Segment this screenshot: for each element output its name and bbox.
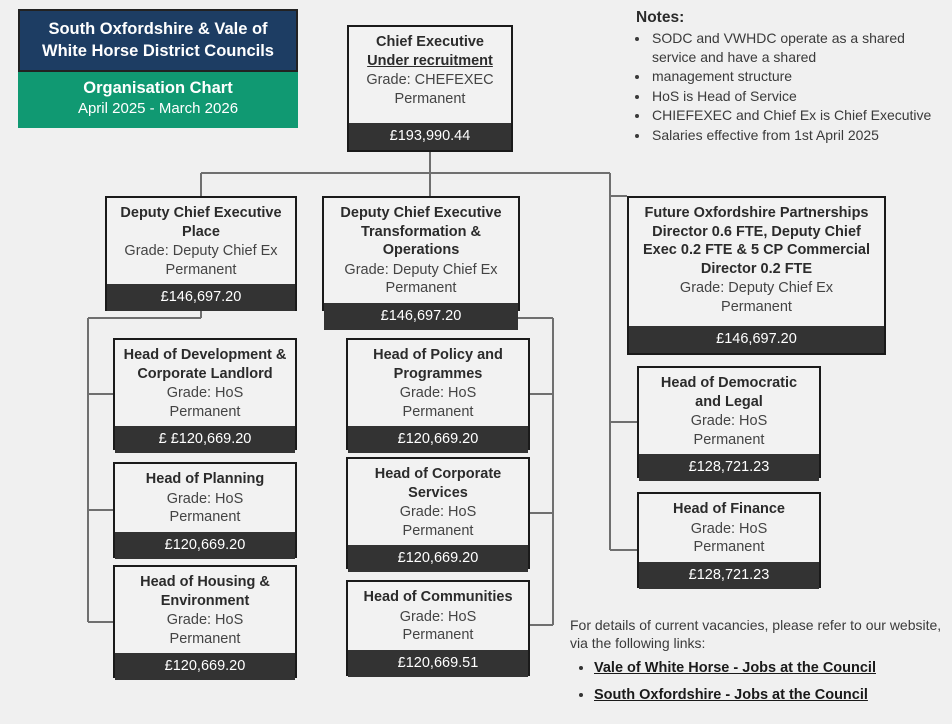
note-item: CHIEFEXEC and Chief Ex is Chief Executiv… xyxy=(650,106,950,125)
node-role: Deputy Chief Executive Transformation & … xyxy=(340,205,502,258)
council-name-header: South Oxfordshire & Vale of White Horse … xyxy=(18,9,298,72)
node-body: Head of Development & Corporate Landlord… xyxy=(115,340,295,426)
link-south-oxfordshire-jobs[interactable]: South Oxfordshire - Jobs at the Council xyxy=(594,687,868,703)
list-item: Vale of White Horse - Jobs at the Counci… xyxy=(594,659,948,678)
chart-period: April 2025 - March 2026 xyxy=(77,100,239,117)
notes-list: SODC and VWHDC operate as a shared servi… xyxy=(632,29,950,144)
node-dce-transformation: Deputy Chief Executive Transformation & … xyxy=(322,196,520,330)
node-role: Head of Corporate Services xyxy=(374,466,502,501)
note-item: SODC and VWHDC operate as a shared servi… xyxy=(650,29,950,66)
vacancies-footer: For details of current vacancies, please… xyxy=(570,616,948,713)
node-role: Head of Development & Corporate Landlord xyxy=(123,347,287,382)
notes-heading: Notes: xyxy=(636,9,685,26)
node-role: Head of Planning xyxy=(145,471,265,487)
node-body: Deputy Chief Executive Place Grade: Depu… xyxy=(107,198,295,284)
node-head-policy-programmes: Head of Policy and Programmes Grade: HoS… xyxy=(346,338,530,453)
note-item: management structure xyxy=(650,67,950,86)
node-role: Head of Democratic and Legal xyxy=(660,375,798,410)
list-item: South Oxfordshire - Jobs at the Council xyxy=(594,686,948,705)
node-salary: £120,669.20 xyxy=(348,426,528,453)
node-future-oxfordshire-partnerships: Future Oxfordshire Partnerships Director… xyxy=(627,196,886,355)
node-head-democratic-legal: Head of Democratic and Legal Grade: HoS … xyxy=(637,366,821,481)
node-salary: £120,669.20 xyxy=(115,531,295,559)
node-role: Deputy Chief Executive Place xyxy=(120,205,282,240)
note-item: HoS is Head of Service xyxy=(650,87,950,106)
node-salary: £ £120,669.20 xyxy=(115,426,295,453)
node-meta: Grade: Deputy Chief Ex Permanent xyxy=(344,261,498,297)
node-head-communities: Head of Communities Grade: HoS Permanent… xyxy=(346,580,530,677)
node-meta: Grade: Deputy Chief Ex Permanent xyxy=(124,243,278,278)
node-meta: Grade: HoS Permanent xyxy=(690,520,768,556)
node-meta: Grade: HoS Permanent xyxy=(166,612,244,647)
node-meta: Grade: HoS Permanent xyxy=(166,385,244,420)
notes-panel: Notes: SODC and VWHDC operate as a share… xyxy=(632,8,950,145)
node-salary: £128,721.23 xyxy=(639,561,819,589)
node-body: Deputy Chief Executive Transformation & … xyxy=(324,198,518,303)
node-head-development-corporate-landlord: Head of Development & Corporate Landlord… xyxy=(113,338,297,453)
node-meta: Grade: Deputy Chief Ex Permanent xyxy=(679,280,834,315)
note-item: Salaries effective from 1st April 2025 xyxy=(650,126,950,145)
node-salary: £193,990.44 xyxy=(349,123,511,150)
node-body: Future Oxfordshire Partnerships Director… xyxy=(629,198,884,326)
node-head-corporate-services: Head of Corporate Services Grade: HoS Pe… xyxy=(346,457,530,572)
node-salary: £128,721.23 xyxy=(639,454,819,481)
node-dce-place: Deputy Chief Executive Place Grade: Depu… xyxy=(105,196,297,311)
node-salary: £146,697.20 xyxy=(324,302,518,330)
node-salary: £120,669.20 xyxy=(115,653,295,680)
node-body: Chief Executive Under recruitment Grade:… xyxy=(349,27,511,123)
node-salary: £120,669.20 xyxy=(348,545,528,572)
node-body: Head of Corporate Services Grade: HoS Pe… xyxy=(348,459,528,545)
node-body: Head of Housing & Environment Grade: HoS… xyxy=(115,567,295,653)
link-vale-of-white-horse-jobs[interactable]: Vale of White Horse - Jobs at the Counci… xyxy=(594,660,876,676)
node-head-planning: Head of Planning Grade: HoS Permanent £1… xyxy=(113,462,297,559)
node-role: Future Oxfordshire Partnerships Director… xyxy=(642,205,870,277)
node-salary: £146,697.20 xyxy=(629,326,884,353)
vacancies-intro-text: For details of current vacancies, please… xyxy=(570,617,942,651)
node-head-housing-environment: Head of Housing & Environment Grade: HoS… xyxy=(113,565,297,680)
node-role: Head of Policy and Programmes xyxy=(373,347,503,382)
title-block: South Oxfordshire & Vale of White Horse … xyxy=(18,9,298,128)
node-meta: Grade: HoS Permanent xyxy=(399,608,477,644)
node-meta: Grade: CHEFEXEC Permanent xyxy=(366,72,494,107)
node-head-finance: Head of Finance Grade: HoS Permanent £12… xyxy=(637,492,821,589)
node-role: Head of Housing & Environment xyxy=(140,574,270,609)
node-body: Head of Communities Grade: HoS Permanent xyxy=(348,582,528,650)
vacancies-link-list: Vale of White Horse - Jobs at the Counci… xyxy=(570,659,948,705)
chart-subtitle-block: Organisation Chart April 2025 - March 20… xyxy=(18,72,298,128)
node-meta: Grade: HoS Permanent xyxy=(166,490,244,526)
node-body: Head of Finance Grade: HoS Permanent xyxy=(639,494,819,562)
node-role: Head of Communities xyxy=(363,589,513,605)
node-meta: Grade: HoS Permanent xyxy=(690,413,768,448)
node-body: Head of Democratic and Legal Grade: HoS … xyxy=(639,368,819,454)
node-role: Chief Executive Under recruitment xyxy=(367,34,493,69)
node-meta: Grade: HoS Permanent xyxy=(399,504,477,539)
node-salary: £120,669.51 xyxy=(348,649,528,677)
node-body: Head of Policy and Programmes Grade: HoS… xyxy=(348,340,528,426)
node-salary: £146,697.20 xyxy=(107,284,295,311)
node-role: Head of Finance xyxy=(673,501,785,517)
chart-title: Organisation Chart xyxy=(83,79,233,97)
node-meta: Grade: HoS Permanent xyxy=(399,385,477,420)
node-body: Head of Planning Grade: HoS Permanent xyxy=(115,464,295,532)
node-chief-executive: Chief Executive Under recruitment Grade:… xyxy=(347,25,513,152)
